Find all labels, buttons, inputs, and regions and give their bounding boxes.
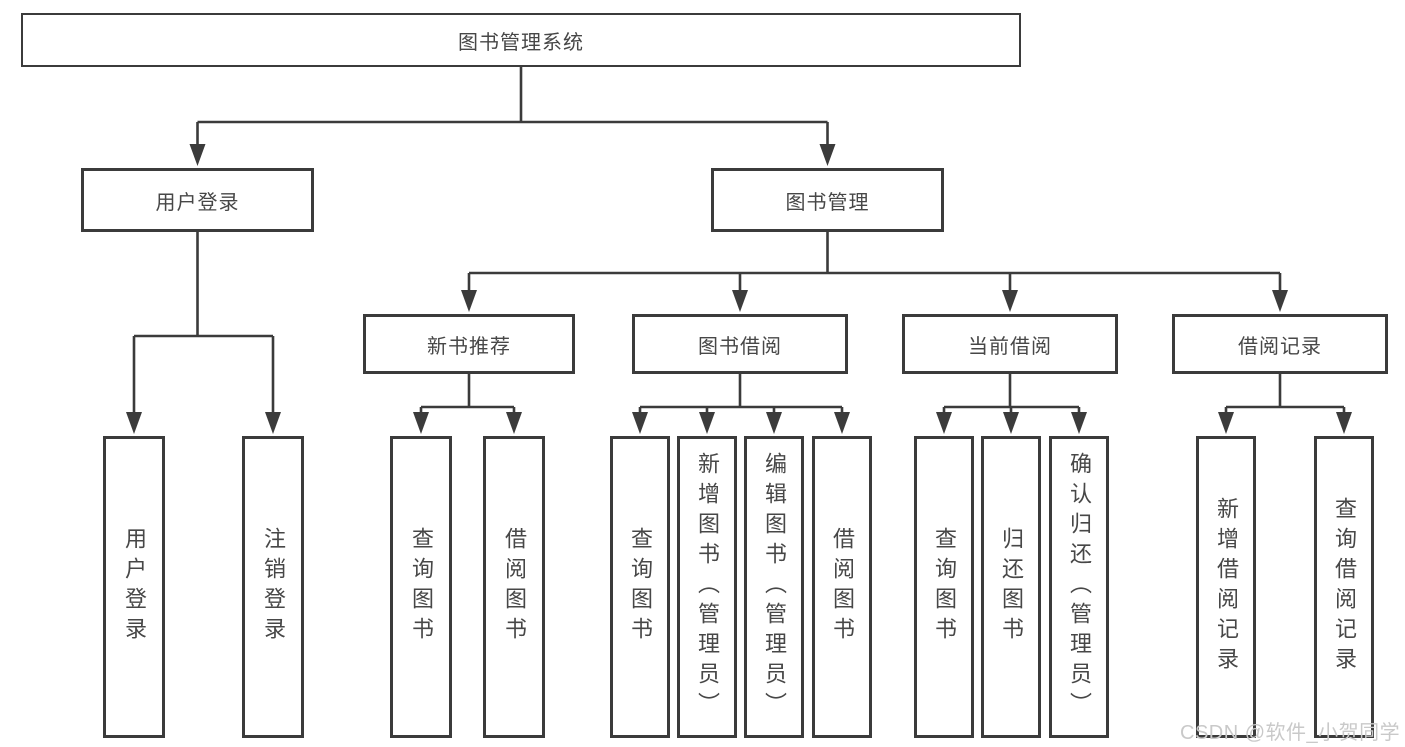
leaf-query-books-recommend: 查询图书 [390, 436, 452, 738]
leaf-user-login-label: 用户登录 [122, 527, 147, 647]
leaf-query-books-current-label: 查询图书 [932, 527, 957, 647]
leaf-query-books-borrowing: 查询图书 [610, 436, 670, 738]
leaf-add-borrow-record-label: 新增借阅记录 [1214, 497, 1239, 677]
leaf-add-books-admin-label: 新增图书（管理员） [695, 452, 720, 722]
node-new-book-recommendation-label: 新书推荐 [427, 335, 511, 358]
leaf-logout-login-label: 注销登录 [261, 527, 286, 647]
node-library-system: 图书管理系统 [21, 13, 1021, 67]
node-user-login: 用户登录 [81, 168, 314, 232]
leaf-query-books-borrowing-label: 查询图书 [628, 527, 653, 647]
leaf-query-books-current: 查询图书 [914, 436, 974, 738]
leaf-query-borrow-record: 查询借阅记录 [1314, 436, 1374, 738]
leaf-borrow-books-recommend-label: 借阅图书 [502, 527, 527, 647]
leaf-query-books-recommend-label: 查询图书 [409, 527, 434, 647]
leaf-logout-login: 注销登录 [242, 436, 304, 738]
node-new-book-recommendation: 新书推荐 [363, 314, 575, 374]
node-book-management-label: 图书管理 [785, 191, 870, 214]
leaf-return-books-label: 归还图书 [999, 527, 1024, 647]
leaf-confirm-return-admin: 确认归还（管理员） [1049, 436, 1109, 738]
node-borrowing-records-label: 借阅记录 [1238, 335, 1322, 358]
leaf-user-login: 用户登录 [103, 436, 165, 738]
leaf-borrow-books-borrowing: 借阅图书 [812, 436, 872, 738]
node-library-system-label: 图书管理系统 [458, 31, 584, 54]
leaf-confirm-return-admin-label: 确认归还（管理员） [1067, 452, 1092, 722]
leaf-edit-books-admin-label: 编辑图书（管理员） [762, 452, 787, 722]
leaf-query-borrow-record-label: 查询借阅记录 [1332, 497, 1357, 677]
leaf-add-books-admin: 新增图书（管理员） [677, 436, 737, 738]
leaf-borrow-books-borrowing-label: 借阅图书 [830, 527, 855, 647]
node-user-login-label: 用户登录 [155, 191, 240, 214]
leaf-return-books: 归还图书 [981, 436, 1041, 738]
node-current-borrowing: 当前借阅 [902, 314, 1118, 374]
node-borrowing-records: 借阅记录 [1172, 314, 1388, 374]
watermark-text: CSDN @软件_小贺同学 [1180, 722, 1401, 744]
leaf-add-borrow-record: 新增借阅记录 [1196, 436, 1256, 738]
node-current-borrowing-label: 当前借阅 [968, 335, 1052, 358]
leaf-edit-books-admin: 编辑图书（管理员） [744, 436, 804, 738]
node-book-management: 图书管理 [711, 168, 944, 232]
node-book-borrowing: 图书借阅 [632, 314, 848, 374]
node-book-borrowing-label: 图书借阅 [698, 335, 782, 358]
leaf-borrow-books-recommend: 借阅图书 [483, 436, 545, 738]
